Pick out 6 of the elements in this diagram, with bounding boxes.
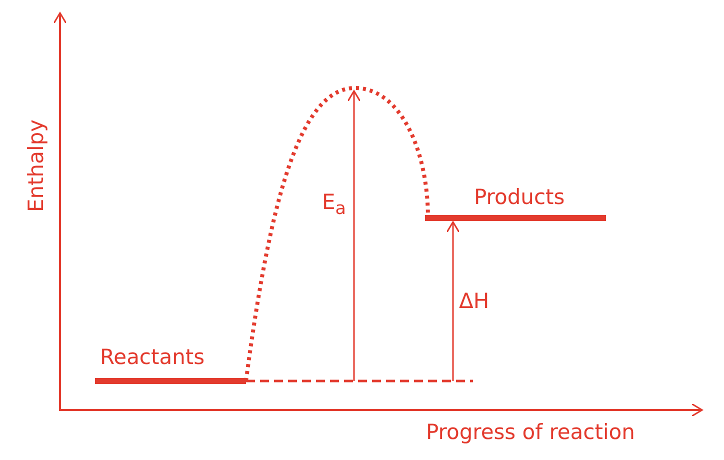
dimension-label: ΔH <box>459 291 490 312</box>
level-label: Products <box>474 187 565 208</box>
level-label: Reactants <box>100 347 205 368</box>
axis-label: Progress of reaction <box>426 422 635 443</box>
dimension-label: E$_{a}$ <box>322 192 346 219</box>
axis-label: Enthalpy <box>26 119 47 212</box>
